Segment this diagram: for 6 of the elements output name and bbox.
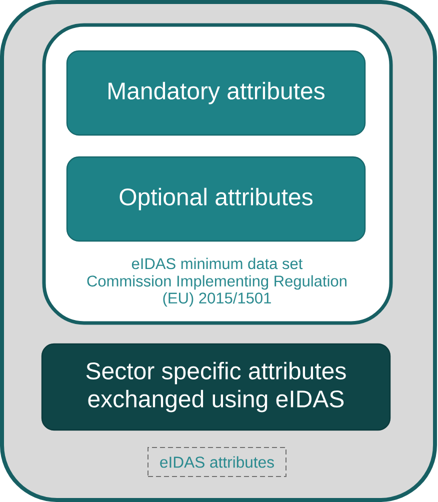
attribute-box: Optional attributes [66, 156, 366, 242]
caption-text: eIDAS minimum data set [132, 258, 303, 270]
caption-text: Commission Implementing Regulation (EU) 2015/1501 [87, 275, 346, 307]
dashed-label-box: eIDAS attributes [148, 447, 286, 477]
attribute-box: Mandatory attributes [66, 50, 366, 136]
attribute-box: Sector specific attributes exchanged using eIDAS [41, 343, 391, 431]
